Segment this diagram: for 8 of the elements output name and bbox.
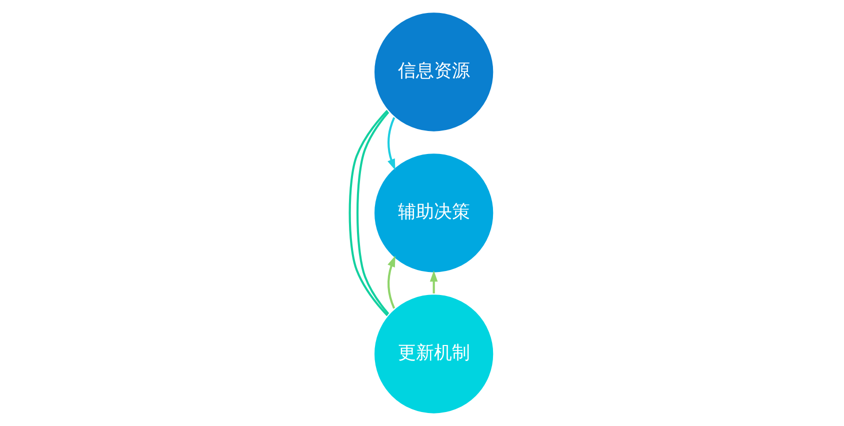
connector <box>356 111 390 315</box>
node-circle: 更新机制 <box>372 292 496 416</box>
node-circle: 信息资源 <box>372 10 496 134</box>
connector <box>348 110 388 316</box>
arrow <box>388 117 396 170</box>
node-circle: 辅助决策 <box>372 152 496 274</box>
arrow <box>430 270 438 294</box>
arrow <box>388 256 396 309</box>
